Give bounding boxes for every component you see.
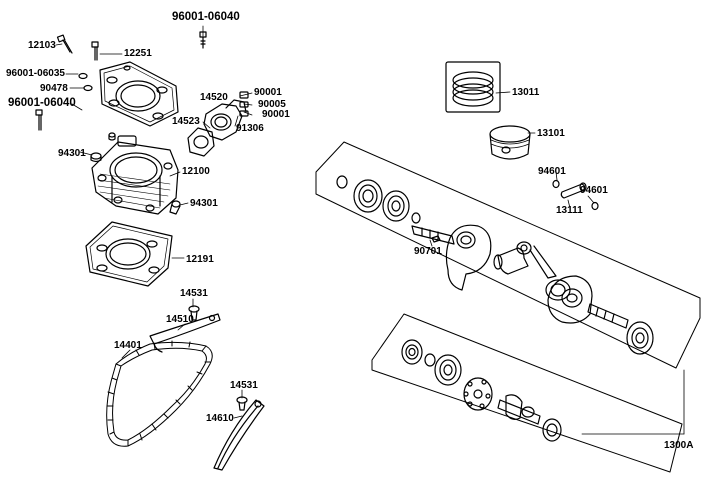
label-14401: 14401 bbox=[114, 340, 142, 351]
balancer-bearing-left bbox=[401, 339, 423, 365]
label-91306: 91306 bbox=[236, 123, 264, 134]
crank-bearing-right bbox=[626, 321, 654, 355]
bolt-96001-06035 bbox=[91, 41, 99, 61]
label-90001-a: 90001 bbox=[254, 87, 282, 98]
label-12100: 12100 bbox=[182, 166, 210, 177]
label-90005: 90005 bbox=[258, 99, 286, 110]
crankshaft-right-half bbox=[547, 275, 629, 329]
label-1300A: 1300A bbox=[664, 440, 694, 451]
label-13011: 13011 bbox=[512, 87, 540, 98]
label-90701: 90701 bbox=[414, 246, 442, 257]
crank-pin bbox=[493, 247, 529, 275]
bolt-96001-06040-left bbox=[35, 109, 43, 131]
label-13101: 13101 bbox=[537, 128, 565, 139]
label-14510: 14510 bbox=[166, 314, 194, 325]
piston-ring-set-13011 bbox=[445, 61, 501, 113]
thermostat-housing-14520 bbox=[203, 91, 249, 141]
balancer-bearing-right bbox=[542, 418, 562, 442]
crankshaft-left-half bbox=[411, 224, 492, 291]
balancer-kit-frame bbox=[371, 313, 683, 473]
label-12251: 12251 bbox=[124, 48, 152, 59]
label-96001-06040-top: 96001-06040 bbox=[172, 11, 240, 23]
crank-bearing-left bbox=[336, 175, 383, 213]
label-12103: 12103 bbox=[28, 40, 56, 51]
label-14531-b: 14531 bbox=[230, 380, 258, 391]
label-14610: 14610 bbox=[206, 413, 234, 424]
label-94601-b: 94601 bbox=[580, 185, 608, 196]
label-94301-a: 94301 bbox=[58, 148, 86, 159]
washer-90478 bbox=[78, 72, 93, 92]
pivot-bolt-14531-a bbox=[188, 305, 200, 321]
balancer-gear bbox=[434, 354, 462, 386]
pivot-bolt-14531-b bbox=[236, 396, 248, 411]
circlip-94601-a bbox=[552, 179, 560, 189]
label-13111: 13111 bbox=[556, 205, 583, 216]
bolt-12103 bbox=[56, 34, 73, 54]
leader-lines bbox=[55, 25, 685, 435]
label-96001-06040-left: 96001-06040 bbox=[8, 97, 76, 109]
label-94301-b: 94301 bbox=[190, 198, 218, 209]
label-14523: 14523 bbox=[172, 116, 200, 127]
crankshaft-kit-frame bbox=[315, 141, 701, 369]
bolt-96001-06040-top bbox=[199, 31, 207, 49]
circlip-94601-b bbox=[591, 201, 599, 211]
gasket-12191 bbox=[85, 221, 173, 287]
label-96001-06035: 96001-06035 bbox=[6, 68, 65, 79]
timing-chain-14401 bbox=[106, 340, 213, 447]
gasket-12251 bbox=[99, 61, 179, 127]
oil-seal bbox=[411, 212, 421, 224]
tensioner-guide-14610 bbox=[213, 399, 265, 471]
balancer-shaft bbox=[497, 394, 541, 425]
dowel-pin-94301-a bbox=[90, 152, 102, 163]
label-90001-b: 90001 bbox=[262, 109, 290, 120]
cylinder-12100 bbox=[91, 135, 179, 215]
label-90478: 90478 bbox=[40, 83, 68, 94]
label-14520: 14520 bbox=[200, 92, 228, 103]
connecting-rod bbox=[516, 241, 571, 301]
balancer-washer bbox=[424, 353, 436, 367]
timing-sprocket bbox=[382, 190, 410, 222]
dowel-pin-94301-b bbox=[169, 200, 181, 215]
piston-pin-13111 bbox=[560, 182, 587, 199]
label-94601-a: 94601 bbox=[538, 166, 566, 177]
dowel-pin-small bbox=[108, 132, 116, 141]
piston-13101 bbox=[489, 125, 531, 160]
label-12191: 12191 bbox=[186, 254, 214, 265]
woodruff-key-90701 bbox=[431, 235, 441, 243]
balancer-weight-plate bbox=[463, 377, 493, 411]
gasket-14523 bbox=[187, 127, 215, 157]
label-14531-a: 14531 bbox=[180, 288, 208, 299]
